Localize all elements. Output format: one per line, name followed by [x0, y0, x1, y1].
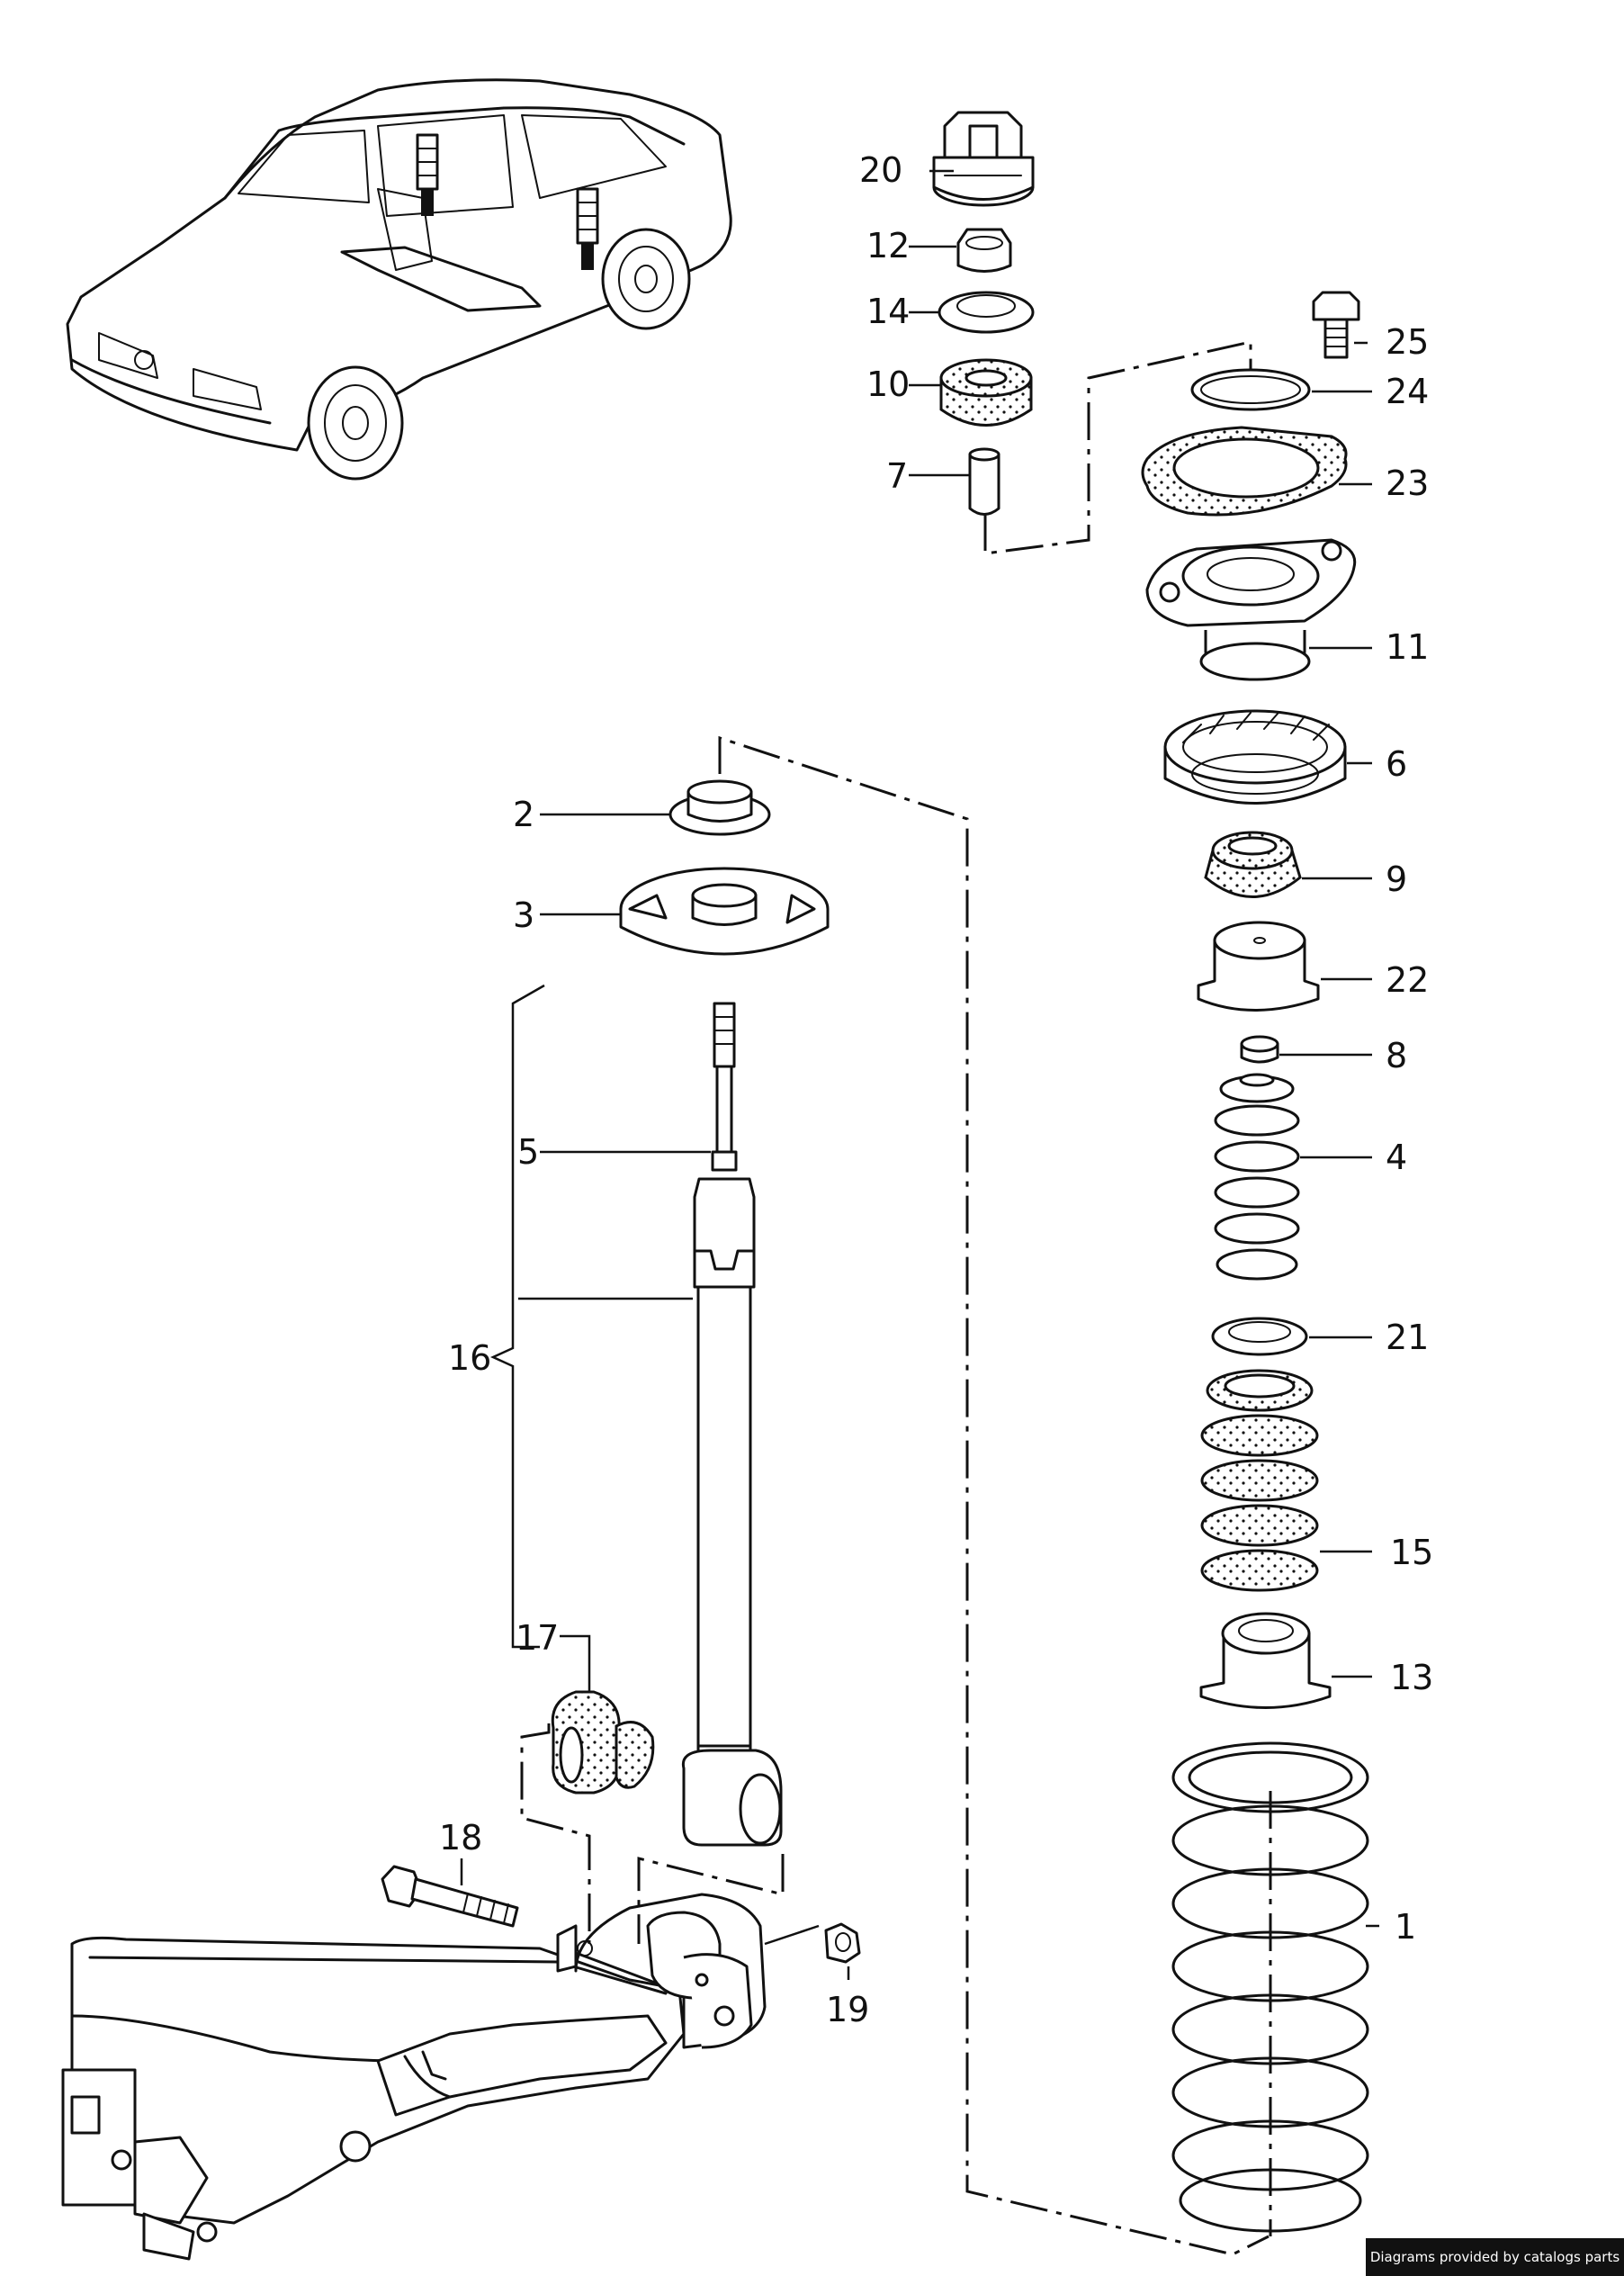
part-number-labels: 20 12 14 10 7 25 24 23 11 6 9 22 8 4 21 …: [439, 150, 1433, 2029]
part-2-top-cap: [670, 781, 769, 834]
part-10-rubber-bushing: [941, 360, 1031, 426]
label-3: 3: [513, 895, 534, 935]
credit-text: Diagrams provided by catalogs parts: [1369, 2249, 1620, 2265]
part-19-nut: [826, 1924, 859, 1962]
label-10: 10: [866, 364, 910, 404]
part-22-cap: [1198, 922, 1318, 1011]
label-18: 18: [439, 1818, 482, 1858]
part-24-o-ring: [1192, 370, 1309, 409]
part-3-spring-plate: [621, 868, 828, 954]
label-7: 7: [886, 456, 908, 496]
part-15-protective-sleeve: [1202, 1371, 1317, 1590]
part-6-spring-seat: [1165, 711, 1345, 804]
label-13: 13: [1390, 1658, 1433, 1697]
label-19: 19: [826, 1990, 869, 2029]
label-11: 11: [1386, 627, 1429, 667]
label-16: 16: [448, 1338, 491, 1378]
label-15: 15: [1390, 1533, 1433, 1572]
part-14-washer: [939, 292, 1033, 332]
part-18-long-bolt: [382, 1867, 517, 1926]
part-8-small-bushing: [1242, 1037, 1278, 1062]
part-13-spring-pad: [1201, 1614, 1330, 1708]
label-17: 17: [516, 1618, 559, 1658]
label-2: 2: [513, 795, 534, 834]
car-shock-right-icon: [578, 189, 597, 270]
label-21: 21: [1386, 1318, 1429, 1357]
label-4: 4: [1386, 1138, 1407, 1177]
label-8: 8: [1386, 1036, 1407, 1075]
label-24: 24: [1386, 372, 1429, 411]
diagram-credit-bar: Diagrams provided by catalogs parts: [1366, 2238, 1624, 2276]
part-17-buffer: [552, 1692, 653, 1793]
part-23-gasket: [1143, 427, 1346, 515]
part-5-shock-absorber: [683, 1003, 781, 1845]
part-7-spacer-sleeve: [970, 449, 999, 515]
label-22: 22: [1386, 960, 1429, 1000]
part-20-mount-nut: [934, 112, 1033, 205]
label-9: 9: [1386, 859, 1407, 899]
car-overview-illustration: [67, 80, 731, 479]
part-11-upper-mount: [1147, 540, 1355, 679]
label-14: 14: [866, 292, 910, 331]
label-5: 5: [517, 1132, 539, 1172]
leader-lines: [462, 171, 1379, 1980]
label-12: 12: [866, 226, 910, 265]
car-shock-left-icon: [417, 135, 437, 216]
label-25: 25: [1386, 322, 1429, 362]
part-21-ring: [1213, 1318, 1306, 1354]
part-4-bellows: [1216, 1075, 1298, 1279]
label-1: 1: [1395, 1907, 1416, 1947]
label-6: 6: [1386, 744, 1407, 784]
label-20: 20: [859, 150, 902, 190]
part-12-hex-nut: [958, 229, 1010, 272]
assembly-guide-lines: [522, 342, 1270, 2254]
label-23: 23: [1386, 463, 1429, 503]
part-25-bolt: [1314, 292, 1359, 357]
part-9-bump-stop: [1206, 832, 1300, 897]
axle-beam-assembly: [63, 1894, 765, 2259]
